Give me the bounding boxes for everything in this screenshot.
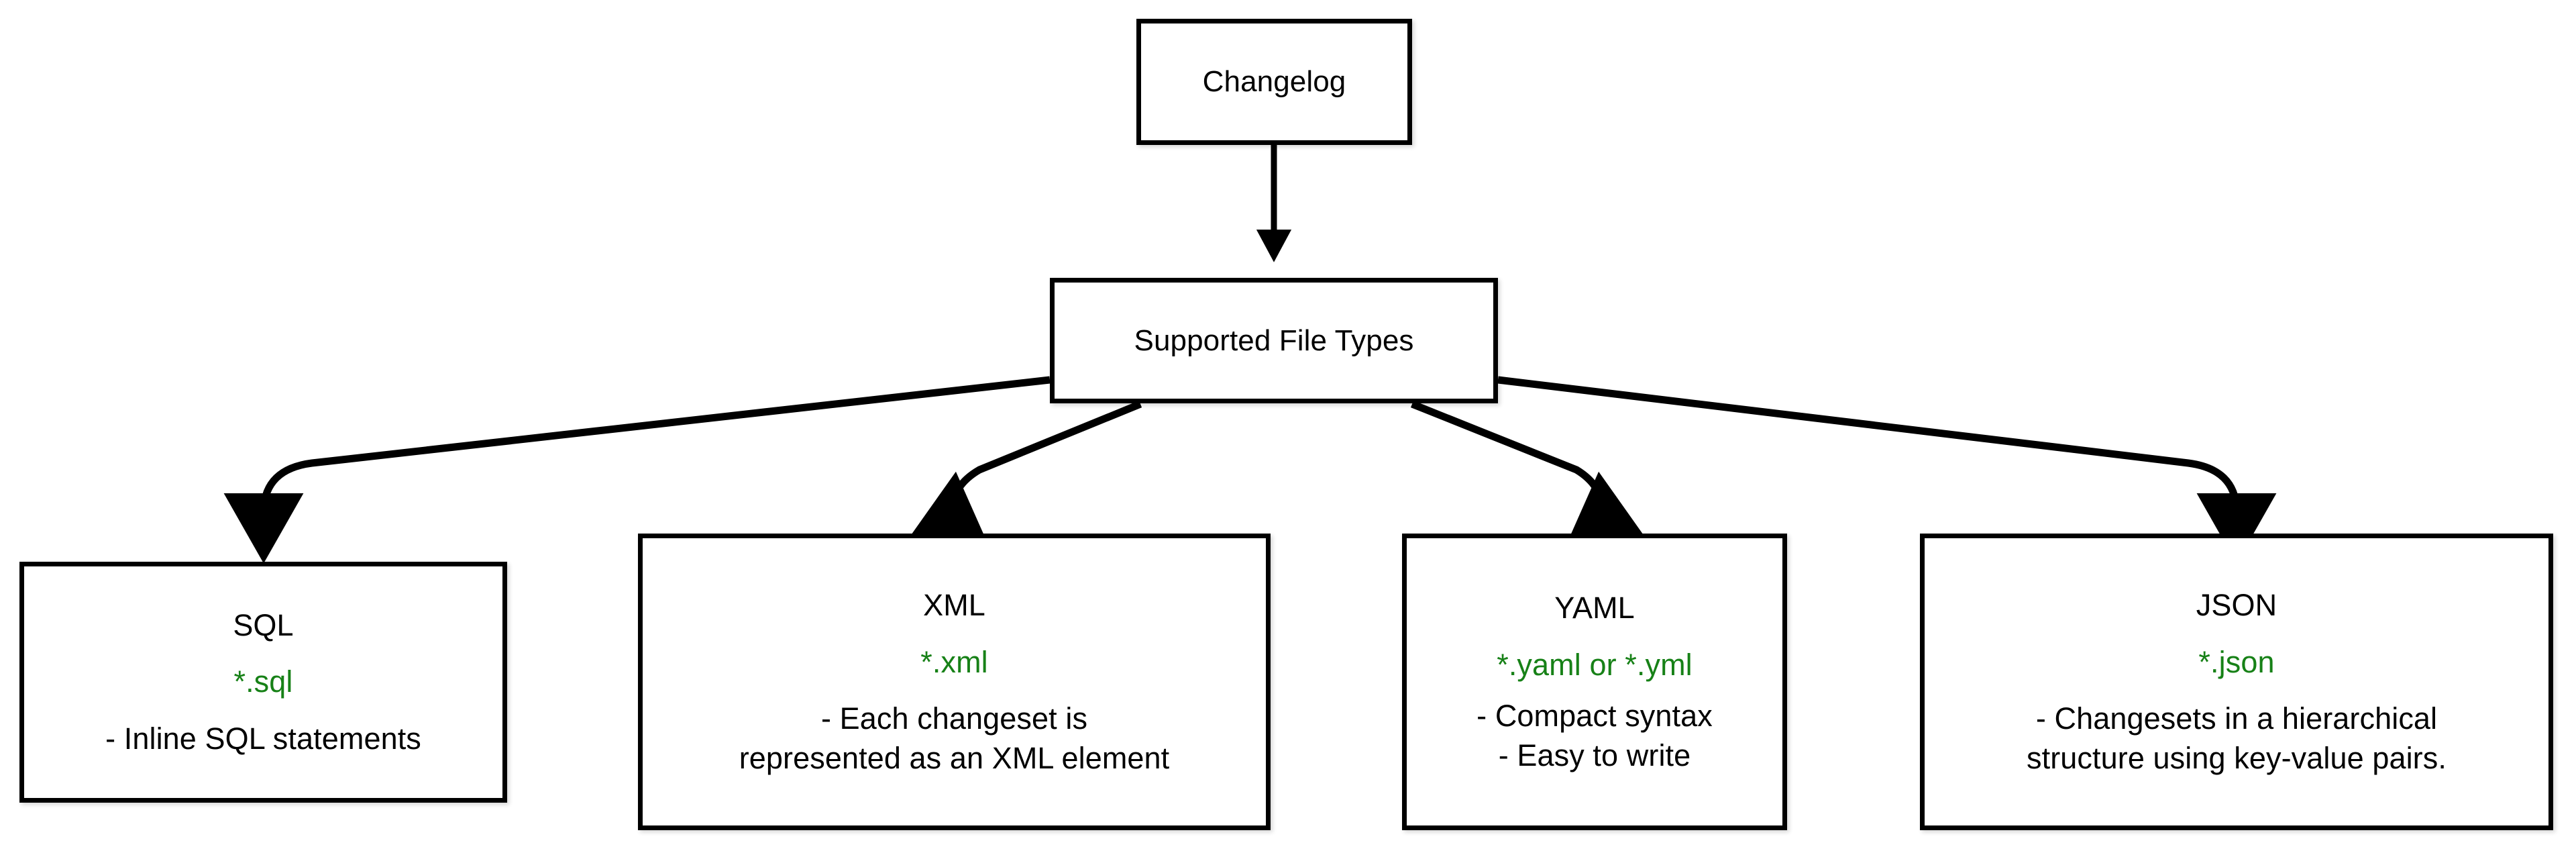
node-supported-file-types[interactable]: Supported File Types bbox=[1050, 278, 1498, 403]
node-yaml-description-line-1: - Compact syntax bbox=[1477, 699, 1713, 733]
node-xml-extension: *.xml bbox=[920, 644, 988, 679]
node-sql-description: - Inline SQL statements bbox=[105, 721, 421, 756]
node-xml[interactable]: XML *.xml - Each changeset is represente… bbox=[638, 534, 1271, 830]
edge-supported-to-yaml bbox=[1410, 400, 1646, 546]
node-json-extension: *.json bbox=[2198, 644, 2275, 679]
edge-supported-to-json bbox=[1497, 376, 2277, 564]
node-json[interactable]: JSON *.json - Changesets in a hierarchic… bbox=[1920, 534, 2553, 830]
node-yaml[interactable]: YAML *.yaml or *.yml - Compact syntax - … bbox=[1402, 534, 1787, 830]
node-json-description-line-2: structure using key-value pairs. bbox=[2027, 740, 2447, 775]
node-sql-title: SQL bbox=[233, 607, 294, 642]
node-changelog[interactable]: Changelog bbox=[1136, 19, 1412, 145]
node-supported-file-types-label: Supported File Types bbox=[1134, 323, 1414, 357]
node-yaml-description-line-2: - Easy to write bbox=[1498, 738, 1691, 772]
node-sql[interactable]: SQL *.sql - Inline SQL statements bbox=[19, 562, 507, 803]
node-xml-description-line-1: - Each changeset is bbox=[820, 701, 1088, 736]
node-changelog-label: Changelog bbox=[1202, 65, 1346, 99]
node-xml-description-line-2: represented as an XML element bbox=[739, 740, 1170, 775]
node-yaml-title: YAML bbox=[1554, 591, 1635, 625]
node-json-description-line-1: - Changesets in a hierarchical bbox=[2035, 701, 2438, 736]
edge-supported-to-sql bbox=[223, 376, 1051, 564]
node-sql-extension: *.sql bbox=[233, 664, 293, 699]
node-yaml-extension: *.yaml or *.yml bbox=[1497, 647, 1693, 682]
node-json-title: JSON bbox=[2196, 588, 2277, 622]
edge-supported-to-xml bbox=[909, 400, 1142, 546]
node-xml-title: XML bbox=[923, 588, 985, 622]
